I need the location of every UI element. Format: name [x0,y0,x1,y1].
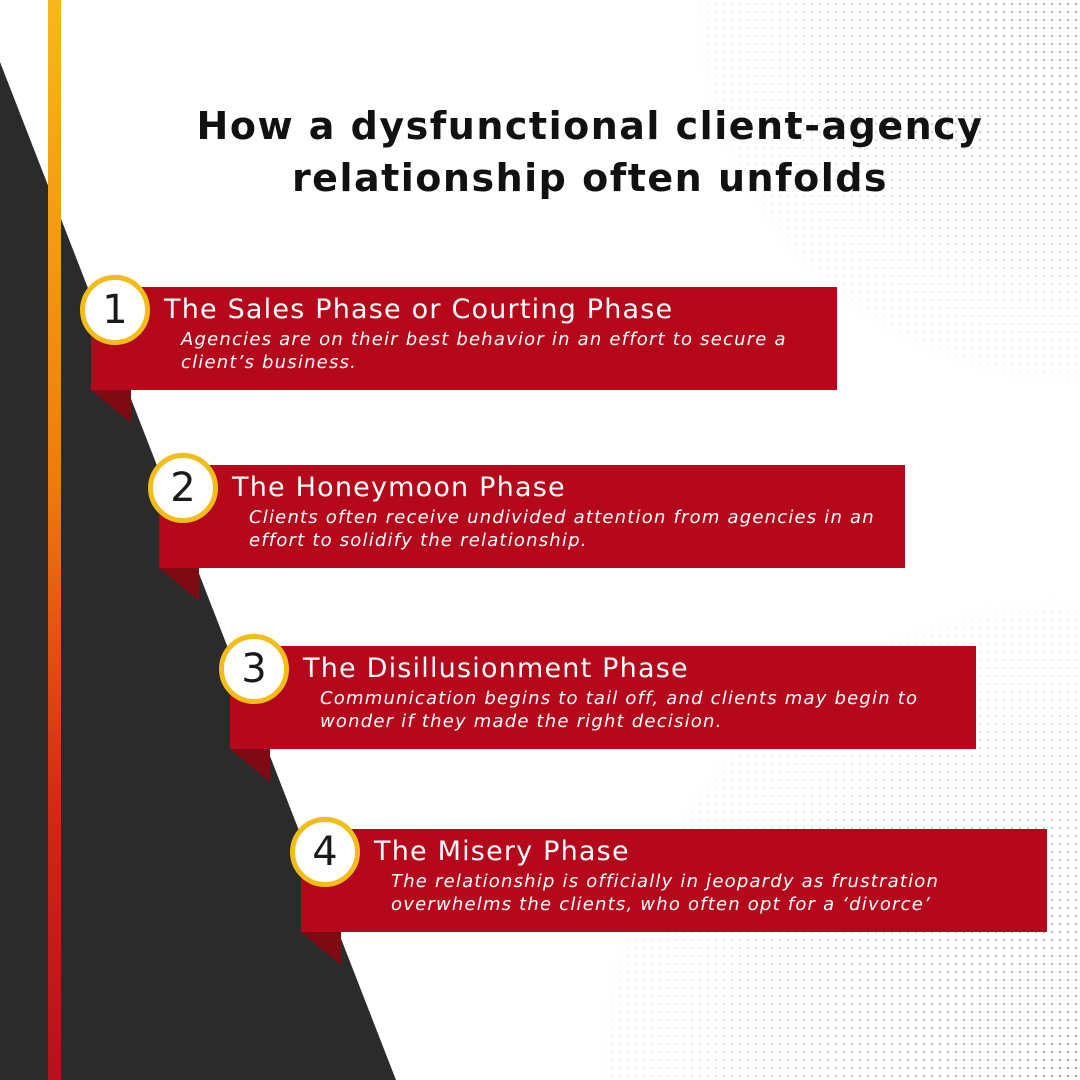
step-number-badge: 2 [148,453,218,523]
title-line-1: How a dysfunctional client-agency [196,104,984,148]
phase-description: Agencies are on their best behavior in a… [181,329,787,373]
phase-title: The Misery Phase [374,836,630,867]
phase-description: The relationship is officially in jeopar… [391,871,940,915]
phase-description: Clients often receive undivided attentio… [249,507,875,551]
phase-step-4: 4 The Misery Phase The relationship is o… [290,817,1047,965]
phase-band [91,287,837,390]
step-number-badge: 3 [219,634,289,704]
phase-step-3: 3 The Disillusionment Phase Communicatio… [219,634,976,782]
phase-band [301,829,1047,932]
phase-step-2: 2 The Honeymoon Phase Clients often rece… [148,453,905,601]
title-line-2: relationship often unfolds [291,156,889,200]
phase-title: The Sales Phase or Courting Phase [164,294,674,325]
page-title: How a dysfunctional client-agency relati… [90,100,1080,204]
phase-step-1: 1 The Sales Phase or Courting Phase Agen… [80,275,837,423]
phase-title: The Honeymoon Phase [232,472,566,503]
phase-band [230,646,976,749]
phase-band [159,465,905,568]
step-number-badge: 1 [80,275,150,345]
phase-title: The Disillusionment Phase [303,653,689,684]
vertical-accent-bar [48,0,61,1080]
phase-description: Communication begins to tail off, and cl… [320,688,919,732]
step-number-badge: 4 [290,817,360,887]
